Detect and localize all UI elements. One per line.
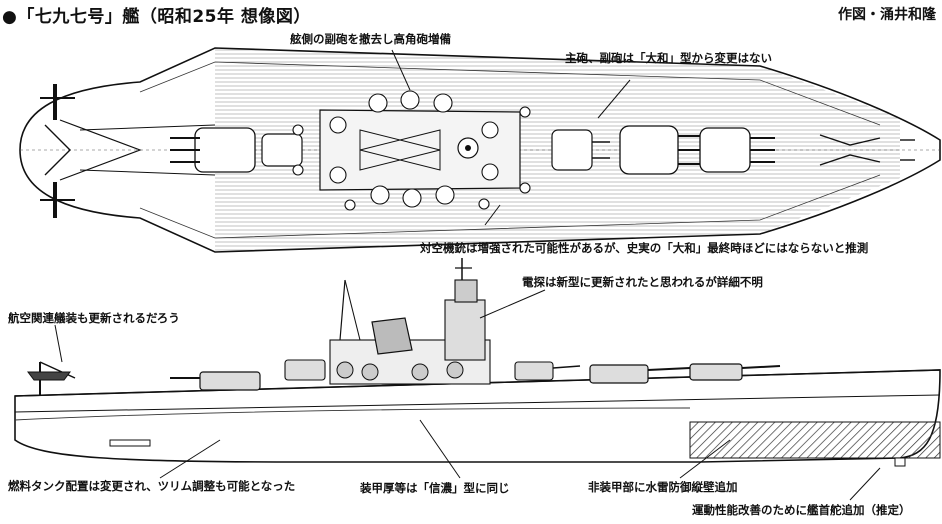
- annotation-bulkhead: 非装甲部に水雷防御縦壁追加: [588, 480, 738, 494]
- secondary-turret-fwd: [551, 129, 610, 171]
- plan-view: [19, 47, 941, 253]
- profile-main-turret-aft: [199, 371, 261, 391]
- leader-aviation: [54, 324, 63, 363]
- leader-radar: [479, 289, 546, 319]
- leader-secondary: [391, 49, 411, 91]
- author-credit: 作図・涌井和隆: [838, 7, 936, 23]
- leader-main: [597, 79, 631, 119]
- mainmast: [339, 279, 346, 341]
- profile-main-turret-fwd-1: [589, 364, 649, 384]
- annotation-main-guns: 主砲、副砲は「大和」型から変更はない: [565, 51, 772, 65]
- bow-fittings: [819, 134, 915, 166]
- aft-crane: [27, 361, 76, 395]
- leader-bow-rudder: [849, 467, 881, 501]
- profile-view: [14, 258, 941, 501]
- profile-main-turret-fwd-2: [689, 363, 743, 381]
- secondary-turret-aft: [261, 133, 303, 167]
- annotation-secondary-guns: 舷側の副砲を撤去し高角砲増備: [290, 32, 451, 46]
- profile-superstructure: [329, 258, 491, 385]
- funnel: [371, 317, 413, 355]
- annotation-bow-rudder: 運動性能改善のために艦首舵追加（推定）: [692, 503, 911, 517]
- annotation-aa-guns: 対空機銃は増強された可能性があるが、史実の「大和」最終時ほどにはならないと推測: [420, 241, 869, 255]
- main-turret-fwd-2: [699, 127, 775, 173]
- bow-bulkhead-hatch: [689, 421, 941, 459]
- leader-aa: [484, 204, 501, 226]
- annotation-radar: 電探は新型に更新されたと思われるが詳細不明: [522, 275, 763, 289]
- diagram-title: ●「七九七号」艦（昭和25年 想像図）: [2, 7, 311, 27]
- annotation-aviation: 航空関連艤装も更新されるだろう: [8, 311, 180, 325]
- stern-aircraft: [40, 84, 216, 218]
- annotation-armor: 装甲厚等は「信濃」型に同じ: [360, 481, 510, 495]
- aa-mounts: [292, 90, 531, 211]
- annotation-fuel-tanks: 燃料タンク配置は変更され、ツリム調整も可能となった: [8, 479, 296, 493]
- main-turret-fwd-1: [619, 125, 705, 175]
- bridge-tower: [444, 299, 486, 361]
- leader-bulkhead: [679, 439, 731, 479]
- main-turret-aft: [170, 127, 256, 173]
- leader-armor: [419, 419, 461, 479]
- leader-fuel: [159, 439, 221, 479]
